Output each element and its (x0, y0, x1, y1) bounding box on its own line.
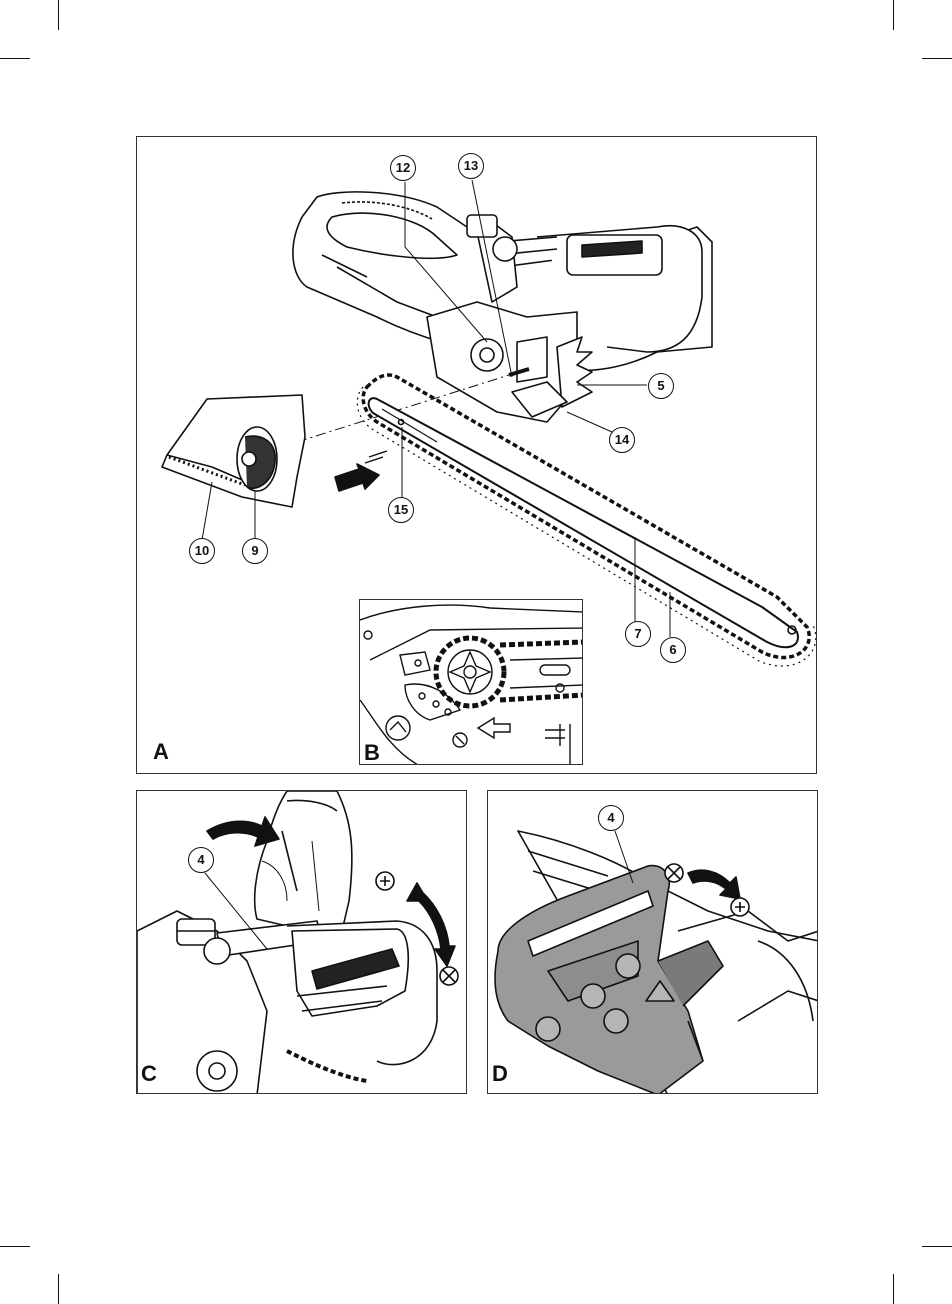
figure-c-label: C (141, 1061, 157, 1087)
figure-b-label: B (364, 740, 380, 765)
crop-mark (58, 0, 59, 30)
callout-6: 6 (660, 637, 686, 663)
callout-9: 9 (242, 538, 268, 564)
crop-mark (922, 1246, 952, 1247)
rotate-arrow-icon (688, 870, 740, 899)
callout-4: 4 (188, 847, 214, 873)
callout-13: 13 (458, 153, 484, 179)
sprocket-icon (471, 339, 503, 371)
figure-d-label: D (492, 1061, 508, 1087)
warning-label-icon (386, 716, 410, 740)
brake-guard-closeup-drawing (488, 791, 818, 1094)
crop-mark (58, 1274, 59, 1304)
callout-5: 5 (648, 373, 674, 399)
crop-mark (893, 0, 894, 30)
figure-b-inset: B (359, 599, 583, 765)
push-arrow-icon (207, 817, 279, 846)
callout-14: 14 (609, 427, 635, 453)
brake-guard-hand-drawing (137, 791, 467, 1094)
chain-cover (162, 395, 305, 507)
sprocket-detail-drawing (360, 600, 583, 765)
figure-a-panel: 12 13 5 14 15 10 9 7 6 (136, 136, 817, 774)
crop-mark (0, 58, 30, 59)
callout-12: 12 (390, 155, 416, 181)
callout-7: 7 (625, 621, 651, 647)
callout-10: 10 (189, 538, 215, 564)
crop-mark (893, 1274, 894, 1304)
figure-c-panel: 4 C (136, 790, 467, 1094)
callout-4: 4 (598, 805, 624, 831)
crop-mark (922, 58, 952, 59)
removal-arrow-icon (335, 464, 379, 491)
crop-mark (0, 1246, 30, 1247)
direction-arrow-icon (478, 718, 510, 738)
hand (255, 791, 352, 931)
figure-a-label: A (153, 739, 169, 765)
figure-d-panel: 4 D (487, 790, 818, 1094)
callout-15: 15 (388, 497, 414, 523)
